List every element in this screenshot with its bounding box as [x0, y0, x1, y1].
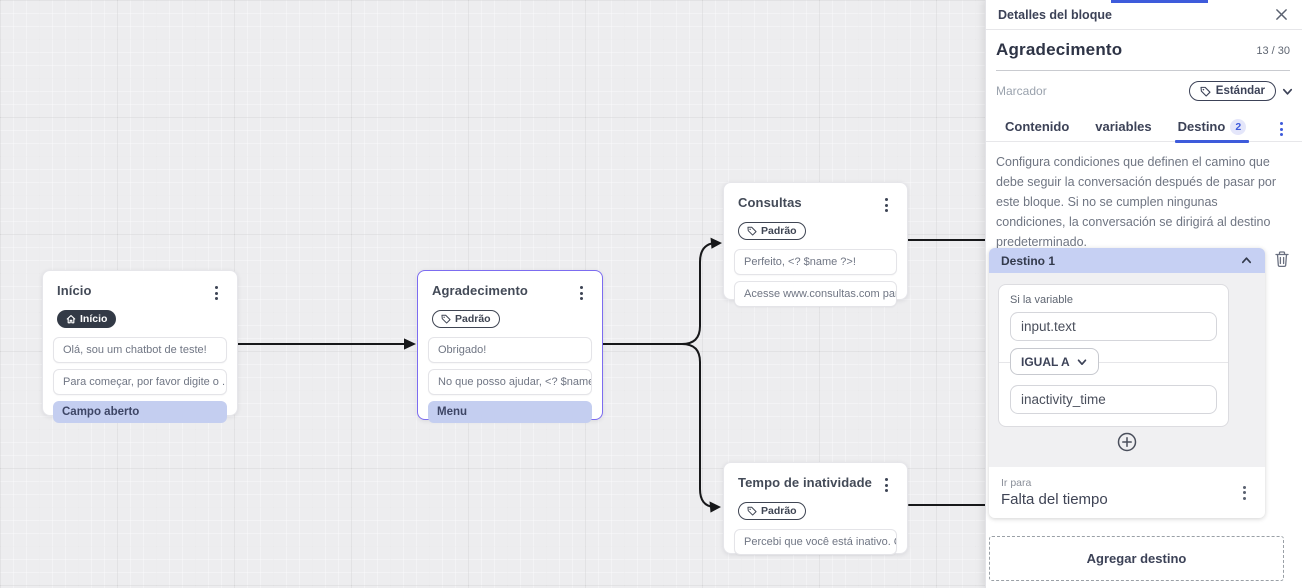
message-item[interactable]: Olá, sou um chatbot de teste!: [53, 337, 227, 363]
name-underline: [996, 70, 1290, 71]
destination-card: Destino 1 Si la variable IGUAL A Ir para: [989, 248, 1265, 518]
node-title: Consultas: [738, 195, 802, 210]
plus-circle-icon: [1117, 432, 1137, 452]
tag-icon: [747, 226, 757, 236]
node-title: Início: [57, 283, 92, 298]
destination-description: Configura condiciones que definen el cam…: [996, 155, 1277, 249]
condition-divider: [999, 362, 1228, 363]
panel-header: Detalles del bloque: [986, 0, 1302, 30]
message-item[interactable]: No que posso ajudar, <? $name ...: [428, 369, 592, 395]
marker-label: Marcador: [996, 84, 1047, 98]
edge-agradecimento-tempo: [602, 343, 715, 508]
node-type-badge: Padrão: [738, 502, 806, 520]
close-icon: [1276, 9, 1287, 20]
char-count: 13 / 30: [1256, 45, 1290, 57]
node-menu-button[interactable]: [210, 283, 223, 303]
tab-contenido[interactable]: Contenido: [1005, 112, 1069, 142]
condition-card: Si la variable IGUAL A: [998, 284, 1229, 427]
add-destination-button[interactable]: Agregar destino: [989, 536, 1284, 581]
operator-label: IGUAL A: [1021, 354, 1070, 369]
node-type-badge-label: Padrão: [761, 505, 797, 517]
tab-label: variables: [1095, 119, 1152, 134]
destination-card-header[interactable]: Destino 1: [989, 248, 1265, 273]
node-consultas[interactable]: Consultas Padrão Perfeito, <? $name ?>! …: [723, 182, 908, 307]
block-name[interactable]: Agradecimento: [996, 40, 1123, 59]
chevron-down-icon: [1282, 88, 1293, 95]
message-item[interactable]: Perfeito, <? $name ?>!: [734, 249, 897, 275]
node-menu-button[interactable]: [880, 195, 893, 215]
tab-label: Contenido: [1005, 119, 1070, 134]
tag-icon: [1200, 86, 1211, 97]
compare-value-input[interactable]: [1010, 385, 1217, 414]
tab-label: Destino: [1177, 119, 1226, 134]
message-item[interactable]: Obrigado!: [428, 337, 592, 363]
node-title: Agradecimento: [432, 283, 528, 298]
top-tab-indicator: [1111, 0, 1208, 3]
node-title: Tempo de inatividade: [738, 475, 872, 490]
chevron-up-icon[interactable]: [1240, 254, 1253, 267]
variable-input[interactable]: [1010, 312, 1217, 341]
message-item[interactable]: Percebi que você está inativo. C...: [734, 529, 897, 555]
node-type-badge: Início: [57, 310, 117, 328]
destination-menu-button[interactable]: [1238, 483, 1251, 503]
node-type-badge: Padrão: [432, 310, 500, 328]
message-item[interactable]: Para começar, por favor digite o ...: [53, 369, 227, 395]
goto-value: Falta del tiempo: [1001, 491, 1108, 508]
edge-agradecimento-consultas: [602, 242, 715, 345]
tab-count-badge: 2: [1230, 118, 1247, 135]
node-menu-button[interactable]: [880, 475, 893, 495]
condition-label: Si la variable: [1010, 294, 1073, 306]
tag-icon: [441, 314, 451, 324]
home-icon: [66, 315, 76, 324]
tab-destino[interactable]: Destino 2: [1174, 112, 1249, 143]
destination-title: Destino 1: [1001, 253, 1056, 268]
tab-variables[interactable]: variables: [1095, 112, 1151, 142]
goto-label: Ir para: [1001, 477, 1032, 489]
tabs-menu-button[interactable]: [1275, 119, 1288, 139]
marker-value-label: Estándar: [1215, 85, 1265, 97]
delete-destination-button[interactable]: [1274, 250, 1290, 271]
operator-select[interactable]: IGUAL A: [1010, 348, 1099, 375]
destination-target: Ir para Falta del tiempo: [989, 467, 1265, 518]
marker-dropdown-button[interactable]: [1281, 85, 1294, 98]
close-button[interactable]: [1275, 8, 1288, 21]
tag-icon: [747, 506, 757, 516]
action-item[interactable]: Menu: [428, 401, 592, 423]
node-inicio[interactable]: Início Início Olá, sou um chatbot de tes…: [42, 270, 238, 423]
marker-value-button[interactable]: Estándar: [1188, 81, 1276, 101]
node-type-badge-label: Padrão: [761, 225, 797, 237]
node-agradecimento[interactable]: Agradecimento Padrão Obrigado! No que po…: [417, 270, 603, 423]
block-details-panel: Detalles del bloque Agradecimento 13 / 3…: [985, 0, 1302, 588]
node-type-badge-label: Início: [80, 313, 108, 325]
panel-title: Detalles del bloque: [998, 7, 1112, 22]
node-tempo-inatividade[interactable]: Tempo de inatividade Padrão Percebi que …: [723, 462, 908, 555]
add-condition-button[interactable]: [1117, 432, 1137, 455]
node-type-badge: Padrão: [738, 222, 806, 240]
node-menu-button[interactable]: [575, 283, 588, 303]
trash-icon: [1275, 251, 1289, 268]
action-item[interactable]: Campo aberto: [53, 401, 227, 423]
node-type-badge-label: Padrão: [455, 313, 491, 325]
panel-tabs: Contenido variables Destino 2: [986, 112, 1302, 143]
chevron-down-icon: [1077, 358, 1086, 365]
message-item[interactable]: Acesse www.consultas.com par...: [734, 281, 897, 307]
